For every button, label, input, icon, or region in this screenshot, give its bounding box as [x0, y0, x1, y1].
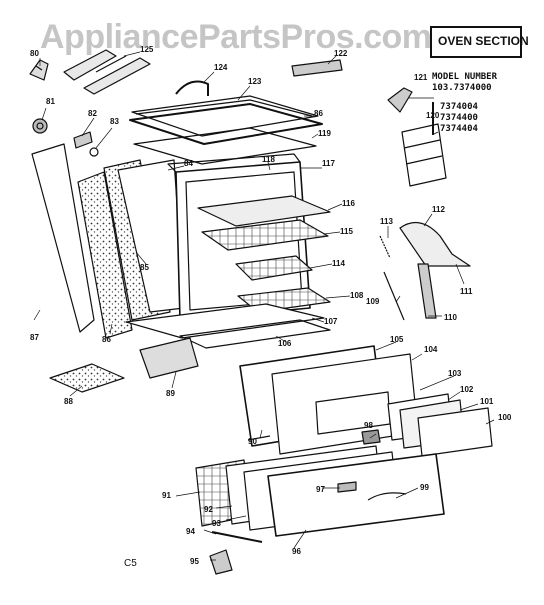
- part-100-glass: [417, 407, 493, 457]
- part-96-drawer-front: [267, 453, 445, 537]
- part-94-rod: [211, 531, 263, 543]
- part-110-bracket: [417, 263, 437, 319]
- model-prefix: 103.7374000: [432, 83, 492, 93]
- label-109: 109: [366, 297, 380, 306]
- label-85: 85: [140, 263, 149, 272]
- part-114-pan-grid: [235, 255, 313, 281]
- label-86-top: 86: [314, 109, 323, 118]
- diagram-code: C5: [124, 558, 137, 569]
- model-number-block: MODEL NUMBER 103.7374000 7374004 7374400…: [432, 72, 522, 135]
- label-111: 111: [460, 287, 473, 296]
- part-123-top-panel: [131, 95, 319, 137]
- part-90-panel: [247, 435, 271, 441]
- part-82-clip: [73, 131, 93, 149]
- label-106: 106: [278, 339, 292, 348]
- label-102: 102: [460, 385, 474, 394]
- label-118: 118: [262, 155, 275, 164]
- label-121: 121: [414, 73, 428, 82]
- part-107-bottom-panel: [125, 303, 325, 339]
- label-122: 122: [334, 49, 348, 58]
- label-119: 119: [318, 129, 331, 138]
- part-87-side-panel: [31, 143, 95, 333]
- label-81: 81: [46, 97, 55, 106]
- model-heading: MODEL NUMBER: [432, 72, 498, 82]
- part-109-link: [383, 271, 405, 321]
- part-112-hinge-arm: [399, 221, 471, 267]
- label-123: 123: [248, 77, 262, 86]
- part-89-bracket: [139, 337, 199, 379]
- part-86-top-gasket: [129, 103, 323, 145]
- part-88-plate: [49, 363, 125, 393]
- part-95-bracket: [209, 549, 233, 575]
- label-108: 108: [350, 291, 364, 300]
- label-91: 91: [162, 491, 171, 500]
- label-93: 93: [212, 519, 221, 528]
- model-item: 7374004: [440, 102, 478, 112]
- label-115: 115: [340, 227, 353, 236]
- label-116: 116: [342, 199, 355, 208]
- label-124: 124: [214, 63, 228, 72]
- part-116-rack-panel: [197, 195, 331, 227]
- part-83-grommet: [89, 147, 99, 157]
- label-84: 84: [184, 159, 193, 168]
- site-watermark: AppliancePartsPros.com: [40, 18, 432, 56]
- part-113-spring: [379, 235, 391, 259]
- label-98: 98: [364, 421, 373, 430]
- model-list: 7374004 7374400 7374404: [432, 102, 522, 135]
- label-95: 95: [190, 557, 199, 566]
- label-92: 92: [204, 505, 213, 514]
- label-94: 94: [186, 527, 195, 536]
- label-114: 114: [332, 259, 345, 268]
- label-90: 90: [248, 437, 257, 446]
- label-80: 80: [30, 49, 39, 58]
- label-96: 96: [292, 547, 301, 556]
- label-125: 125: [140, 45, 154, 54]
- part-122-spacer: [291, 59, 343, 77]
- label-113: 113: [380, 217, 393, 226]
- label-87: 87: [30, 333, 39, 342]
- label-89: 89: [166, 389, 175, 398]
- label-83: 83: [110, 117, 119, 126]
- label-88: 88: [64, 397, 73, 406]
- part-121-hinge: [387, 87, 413, 113]
- part-81-knob: [32, 118, 48, 134]
- model-item: 7374404: [440, 124, 478, 134]
- section-title-box: OVEN SECTION: [430, 26, 529, 58]
- part-124-handle: [175, 80, 209, 96]
- label-97: 97: [316, 485, 325, 494]
- part-97-knob: [337, 481, 357, 493]
- label-101: 101: [480, 397, 494, 406]
- model-item: 7374400: [440, 113, 478, 123]
- part-86-insulation: [77, 171, 133, 339]
- label-99: 99: [420, 483, 429, 492]
- label-82: 82: [88, 109, 97, 118]
- label-105: 105: [390, 335, 404, 344]
- label-86: 86: [102, 335, 111, 344]
- part-106-bottom-panel: [179, 319, 331, 349]
- leader-lines: [33, 51, 495, 561]
- label-112: 112: [432, 205, 445, 214]
- part-120-oven-rack: [401, 123, 447, 187]
- part-125-vent-trim: [63, 49, 151, 95]
- section-title: OVEN SECTION: [438, 34, 529, 48]
- label-110: 110: [444, 313, 457, 322]
- part-119-frame: [133, 127, 317, 165]
- part-115-broiler-pan: [201, 219, 329, 251]
- label-103: 103: [448, 369, 462, 378]
- label-117: 117: [322, 159, 335, 168]
- label-104: 104: [424, 345, 438, 354]
- part-99-handle: [367, 492, 407, 501]
- label-107: 107: [324, 317, 338, 326]
- label-100: 100: [498, 413, 512, 422]
- part-80-bracket: [29, 59, 49, 81]
